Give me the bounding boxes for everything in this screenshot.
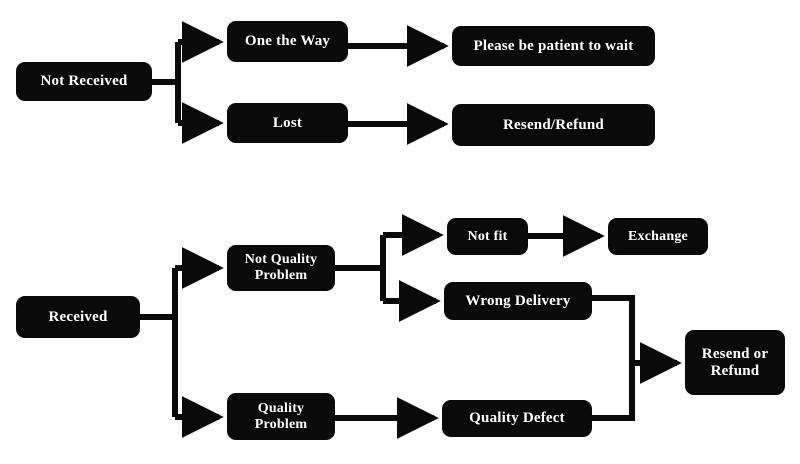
node-exchange[interactable]: Exchange (608, 218, 708, 255)
node-resend-or-refund-label-line2: Refund (710, 362, 760, 379)
edge-wrong-delivery-to-merge (592, 295, 635, 363)
node-exchange-label: Exchange (628, 228, 688, 244)
node-resend-refund-label: Resend/Refund (503, 116, 604, 133)
node-received[interactable]: Received (16, 296, 140, 338)
node-on-the-way[interactable]: One the Way (227, 21, 348, 62)
node-not-fit[interactable]: Not fit (447, 218, 528, 255)
node-not-quality-problem-label-line2: Problem (254, 268, 308, 283)
node-please-be-patient-to-wait-label: Please be patient to wait (473, 37, 634, 54)
node-resend-refund[interactable]: Resend/Refund (452, 104, 655, 146)
node-received-label: Received (48, 308, 108, 325)
node-not-received[interactable]: Not Received (16, 62, 152, 101)
node-not-quality-problem[interactable]: Not Quality Problem (227, 245, 335, 291)
node-lost-label: Lost (272, 114, 303, 131)
node-quality-problem-label-line2: Problem (254, 416, 308, 432)
node-quality-problem-label-line1: Quality (257, 400, 305, 416)
node-not-quality-problem-label-line1: Not Quality (244, 252, 318, 268)
node-lost[interactable]: Lost (227, 103, 348, 143)
node-quality-defect-label: Quality Defect (469, 410, 565, 427)
node-on-the-way-label: One the Way (244, 33, 331, 50)
node-wrong-delivery[interactable]: Wrong Delivery (444, 282, 592, 320)
node-not-received-label: Not Received (40, 73, 128, 90)
node-not-fit-label: Not fit (467, 228, 508, 244)
node-quality-defect[interactable]: Quality Defect (442, 400, 592, 437)
node-resend-or-refund[interactable]: Resend or Refund (685, 330, 785, 395)
node-wrong-delivery-label: Wrong Delivery (465, 292, 571, 309)
node-resend-or-refund-label-line1: Resend or (701, 345, 769, 362)
node-quality-problem[interactable]: Quality Problem (227, 393, 335, 440)
edge-quality-defect-to-merge (592, 363, 635, 421)
node-please-be-patient-to-wait[interactable]: Please be patient to wait (452, 26, 655, 66)
